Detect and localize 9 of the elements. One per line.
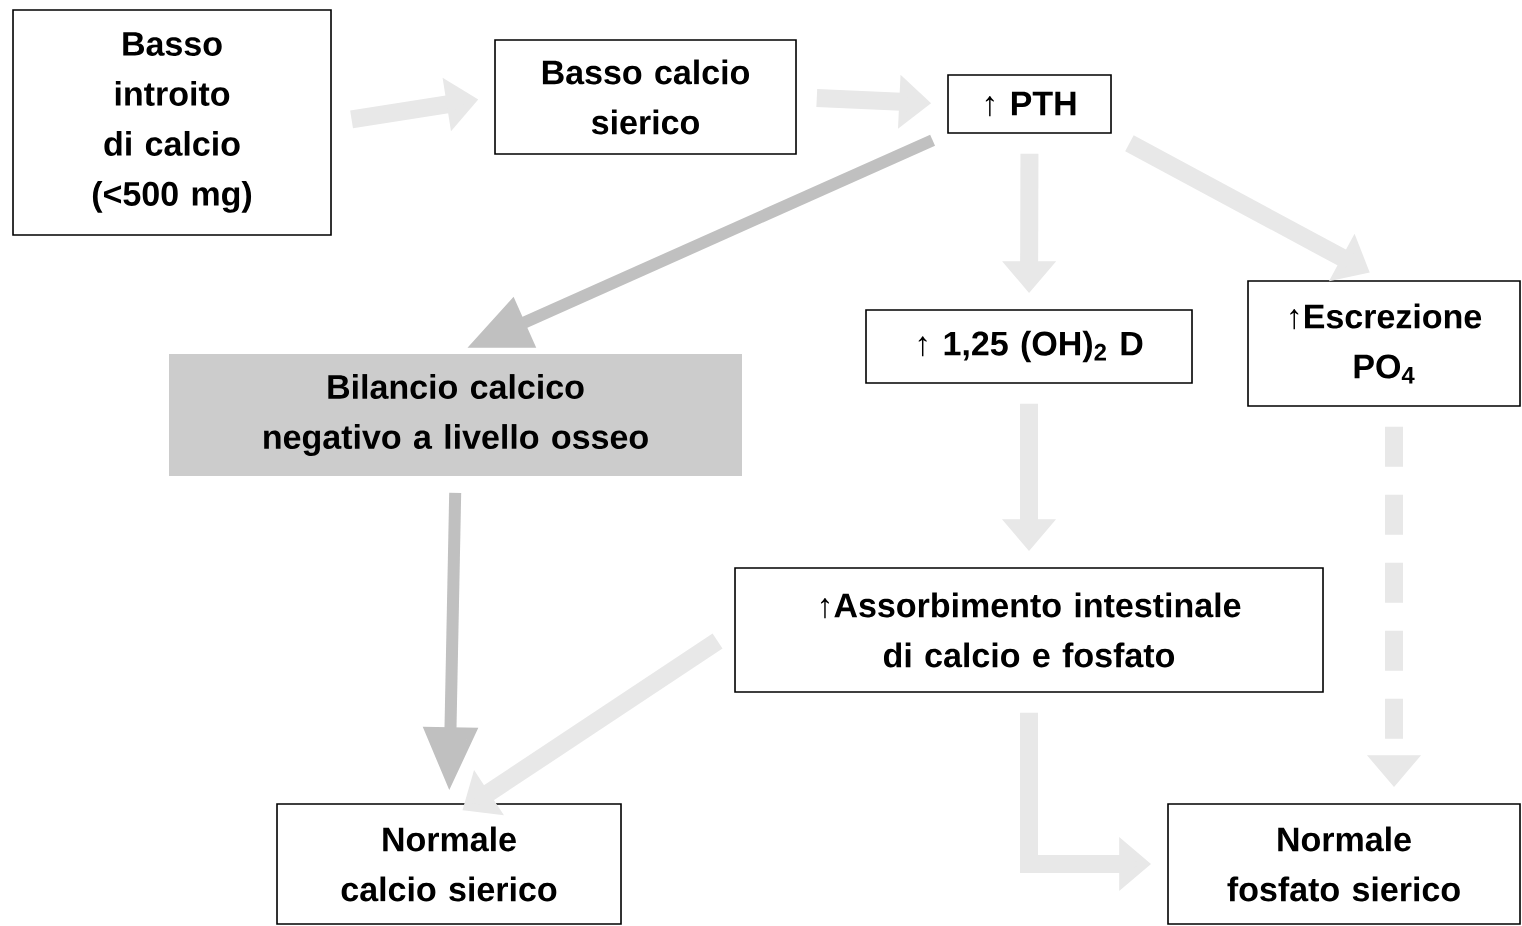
text-box: Normale fosfato sierico <box>1167 803 1521 925</box>
text-box: Basso calcio sierico <box>494 39 797 155</box>
text-box: ↑ 1,25 (OH)$_{2}$ D <box>865 309 1193 384</box>
text-box: ↑Assorbimento intestinale di calcio e fosfato <box>734 567 1324 693</box>
shaded-box: Bilancio calcico negativo a livello osseo <box>169 354 742 476</box>
text-box: ↑Escrezione PO$_{4}$ <box>1247 280 1521 407</box>
text-box: Normale calcio sierico <box>276 803 622 925</box>
text-box: ↑ PTH <box>947 74 1112 134</box>
text-box: Basso introito di calcio (<500 mg) <box>12 9 332 236</box>
